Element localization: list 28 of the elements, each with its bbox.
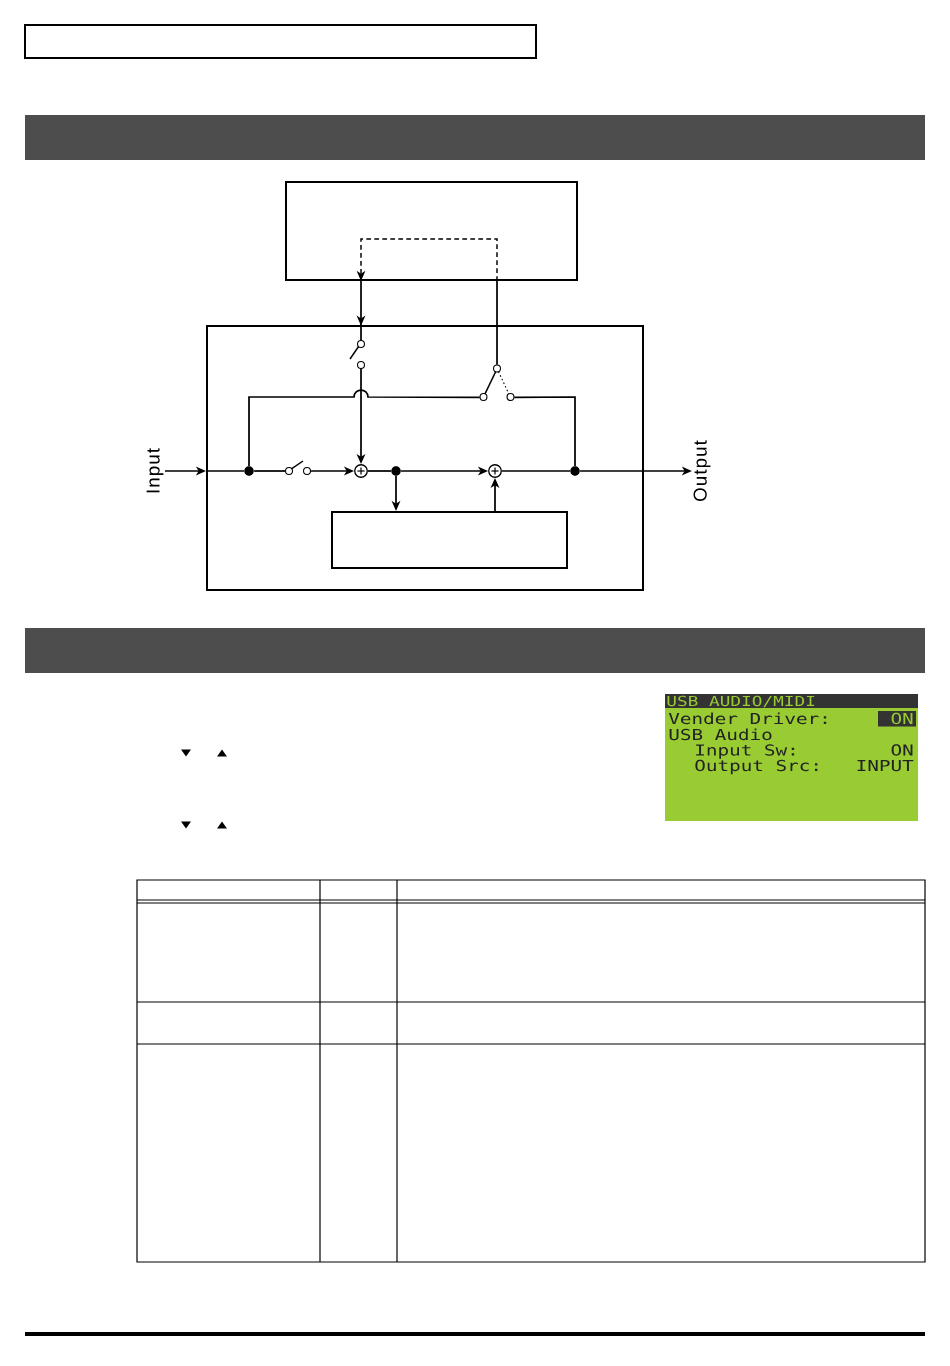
port-label: Input: [146, 448, 164, 493]
switch-symbol: [479, 364, 515, 401]
switch-symbol: [285, 460, 311, 475]
summing-junction: [354, 464, 368, 478]
summing-junction: [488, 464, 502, 478]
signal-line: [501, 470, 571, 472]
screen-text: INPUT: [857, 760, 914, 772]
screen-text: Input Sw:: [696, 744, 795, 759]
port-label: Output: [693, 440, 711, 501]
signal-line: [513, 396, 576, 467]
block-box: [285, 181, 578, 281]
screen-title-bar: USB AUDIO/MIDI: [665, 694, 918, 708]
screen-text: Output Src:: [695, 759, 818, 775]
screen-text: Vender Driver:: [668, 712, 827, 725]
signal-line: [496, 280, 498, 366]
block-box: [331, 511, 568, 569]
switch-symbol: [349, 340, 365, 369]
screen-text: USB Audio: [669, 728, 772, 741]
signal-line: [367, 470, 392, 472]
title-box: [24, 24, 537, 59]
device-frame: [206, 325, 644, 591]
section-bar: [25, 115, 925, 160]
highlighted-value: ON: [878, 711, 916, 727]
section-bar: [25, 628, 925, 673]
screen-text: ON: [891, 744, 913, 756]
signal-line: [253, 470, 287, 472]
signal-line: [248, 389, 481, 467]
signal-line: [205, 470, 245, 472]
